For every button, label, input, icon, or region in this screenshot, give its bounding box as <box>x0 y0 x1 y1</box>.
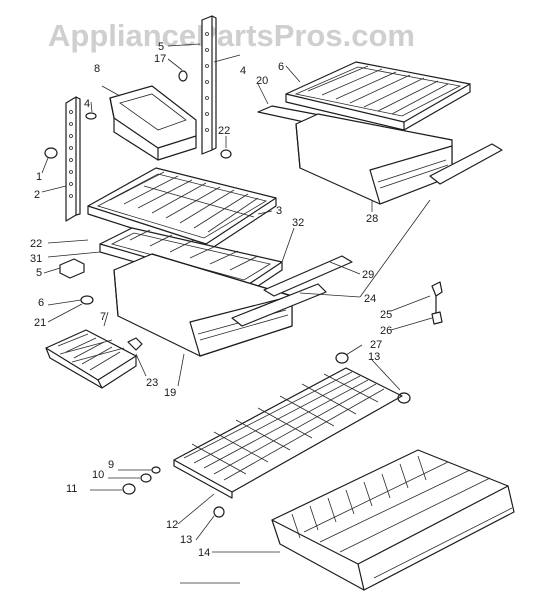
label-part-5-left: 5 <box>36 267 42 279</box>
center-shelf-rail <box>201 15 217 155</box>
label-part-11: 11 <box>66 483 77 495</box>
label-part-26: 26 <box>380 325 392 337</box>
label-part-21: 21 <box>34 317 46 329</box>
leader-lines <box>41 43 433 584</box>
label-part-20: 20 <box>256 75 268 87</box>
label-part-13-upper: 13 <box>368 351 380 363</box>
label-part-27: 27 <box>370 339 382 351</box>
label-part-32: 32 <box>292 217 304 229</box>
label-part-10: 10 <box>92 469 104 481</box>
label-part-9: 9 <box>108 459 114 471</box>
dairy-bin <box>109 85 197 161</box>
label-part-4-right: 4 <box>240 65 246 77</box>
part-labels: 1 2 3 4 4 5 5 6 6 7 8 9 10 11 12 13 13 1… <box>30 41 392 559</box>
watermark-text: AppliancePartsPros.com <box>48 18 415 53</box>
upper-right-shelf <box>285 61 471 131</box>
label-part-23: 23 <box>146 377 158 389</box>
label-part-6-top: 6 <box>278 61 284 73</box>
label-part-4-left: 4 <box>84 98 90 110</box>
label-part-22-top: 22 <box>218 125 230 137</box>
label-part-29: 29 <box>362 269 374 281</box>
label-part-25: 25 <box>380 309 392 321</box>
right-crisper-drawer <box>257 105 503 205</box>
label-part-28: 28 <box>366 213 378 225</box>
label-part-5-top: 5 <box>158 41 164 53</box>
label-part-6-left: 6 <box>38 297 44 309</box>
label-part-14: 14 <box>198 547 210 559</box>
crisper-cover-strips <box>231 255 353 327</box>
label-part-2: 2 <box>34 189 40 201</box>
shelf-clip-parts <box>44 70 232 351</box>
label-part-17: 17 <box>154 53 166 65</box>
ice-cube-tray <box>45 329 137 389</box>
label-part-1: 1 <box>36 171 42 183</box>
wire-basket <box>271 449 515 591</box>
lower-left-small-parts <box>122 466 161 495</box>
label-part-13-lower: 13 <box>180 534 192 546</box>
label-part-12: 12 <box>166 519 178 531</box>
wire-shelf <box>173 367 403 499</box>
left-shelf-rail <box>65 96 81 222</box>
label-part-8: 8 <box>94 63 100 75</box>
label-part-7: 7 <box>100 311 106 323</box>
label-part-24: 24 <box>364 293 376 305</box>
label-part-19: 19 <box>164 387 176 399</box>
label-part-22-left: 22 <box>30 238 42 250</box>
label-part-31: 31 <box>30 253 42 265</box>
label-part-3: 3 <box>276 205 282 217</box>
